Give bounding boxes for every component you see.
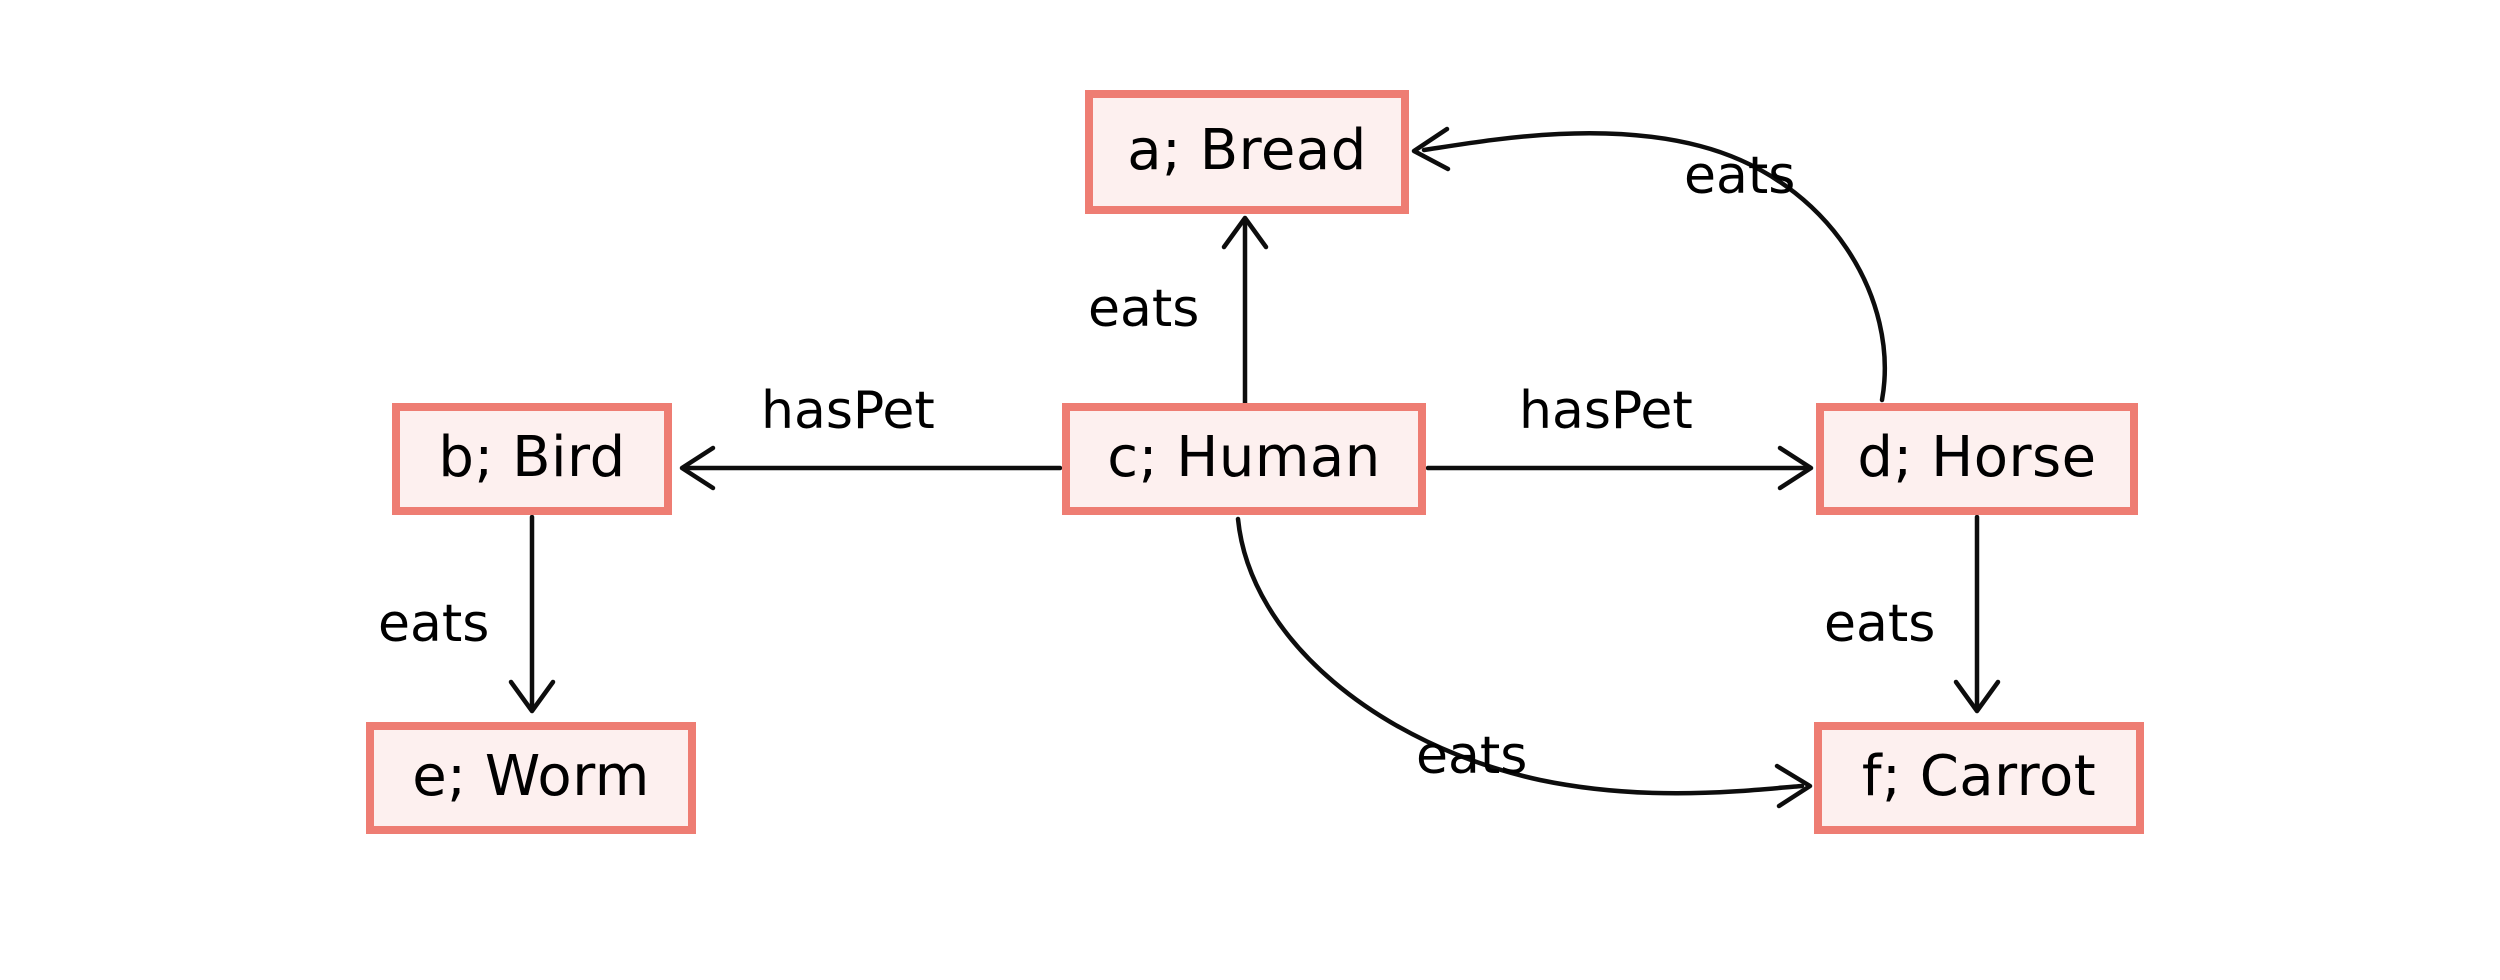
- node-e-worm[interactable]: e; Worm: [366, 722, 696, 834]
- edge-human-haspet-horse: [1425, 445, 1814, 491]
- edge-label-human-eats-bread: eats: [1088, 279, 1200, 339]
- node-a-label: a; Bread: [1127, 118, 1367, 183]
- node-c-human[interactable]: c; Human: [1062, 403, 1426, 515]
- node-d-label: d; Horse: [1857, 425, 2097, 490]
- node-f-carrot[interactable]: f; Carrot: [1814, 722, 2144, 834]
- edge-bird-eats-worm: [508, 514, 556, 714]
- node-c-label: c; Human: [1107, 425, 1381, 490]
- node-f-label: f; Carrot: [1861, 744, 2097, 809]
- node-e-label: e; Worm: [412, 744, 650, 809]
- edge-label-human-haspet-horse: hasPet: [1519, 381, 1693, 441]
- node-a-bread[interactable]: a; Bread: [1085, 90, 1409, 214]
- edge-label-human-haspet-bird: hasPet: [761, 381, 935, 441]
- edge-human-haspet-bird: [679, 445, 1063, 491]
- edge-human-eats-bread: [1221, 215, 1269, 406]
- node-b-label: b; Bird: [438, 425, 626, 490]
- edge-label-horse-eats-carrot: eats: [1824, 594, 1936, 654]
- edge-label-horse-eats-bread: eats: [1684, 146, 1796, 206]
- edge-label-human-eats-carrot: eats: [1416, 726, 1528, 786]
- node-b-bird[interactable]: b; Bird: [392, 403, 672, 515]
- edge-label-bird-eats-worm: eats: [378, 594, 490, 654]
- edge-horse-eats-carrot: [1953, 514, 2001, 714]
- edge-horse-eats-bread: [1411, 126, 1888, 403]
- node-d-horse[interactable]: d; Horse: [1816, 403, 2138, 515]
